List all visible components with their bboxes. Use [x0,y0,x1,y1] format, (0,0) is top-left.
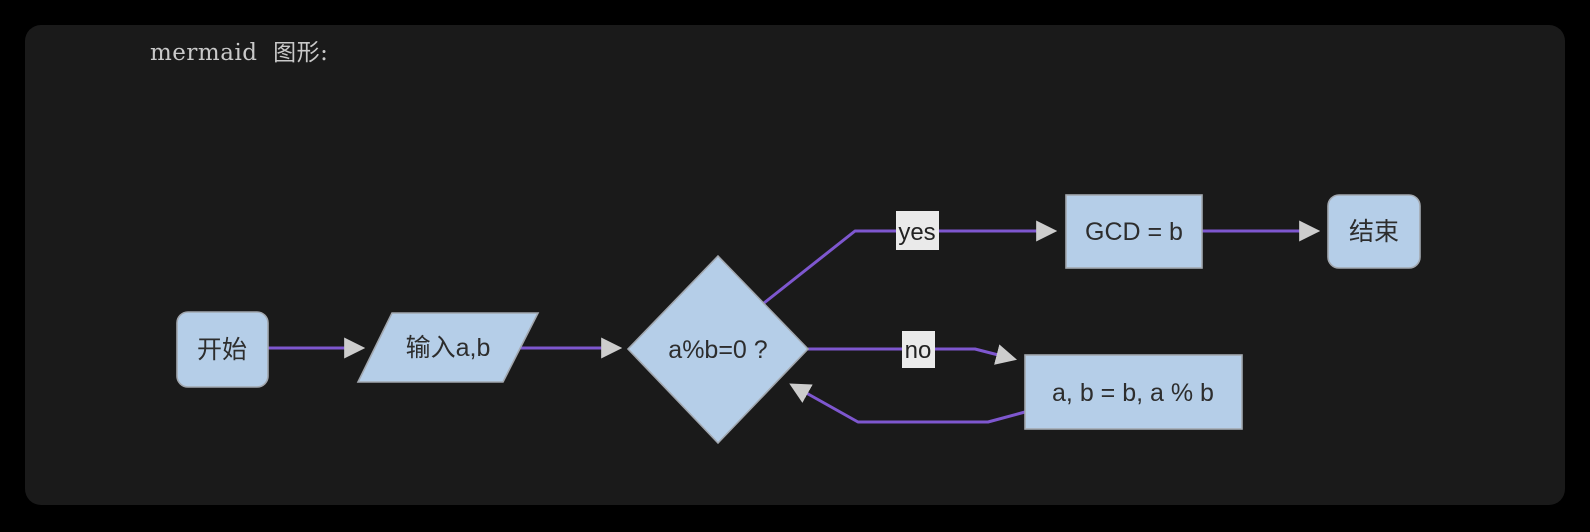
edge-label-yes: yes [896,211,939,250]
node-decision-shape [626,254,810,445]
node-start: 开始 [176,311,269,388]
edge-label-no: no [902,331,935,368]
diagram-panel [25,25,1565,505]
edge-label-no-text: no [905,337,932,364]
node-gcd: GCD = b [1065,194,1203,269]
flowchart-edges [267,220,1321,424]
edge-label-yes-box [896,211,939,250]
edge-label-yes-text: yes [898,219,935,246]
node-start-label: 开始 [197,336,247,364]
node-input: 输入a,b [356,312,540,383]
node-update-label: a, b = b, a % b [1052,379,1214,407]
node-end: 结束 [1327,194,1421,269]
node-decision-label: a%b=0 ? [668,336,767,364]
node-update: a, b = b, a % b [1024,354,1243,430]
edge-decision-yes-to-gcd [763,220,1058,305]
node-input-label: 输入a,b [406,334,491,362]
node-end-label: 结束 [1349,218,1399,246]
node-decision: a%b=0 ? [626,254,810,445]
edge-decision-no-to-update [808,344,1018,365]
node-update-shape [1024,354,1243,430]
node-gcd-shape [1065,194,1203,269]
node-start-shape [176,311,269,388]
edge-label-no-box [902,331,935,368]
node-end-shape [1327,194,1421,269]
node-gcd-label: GCD = b [1085,218,1183,246]
node-input-shape [356,312,540,383]
diagram-title: mermaid 图形: [150,40,329,66]
edge-update-loop-to-decision [789,383,1026,424]
